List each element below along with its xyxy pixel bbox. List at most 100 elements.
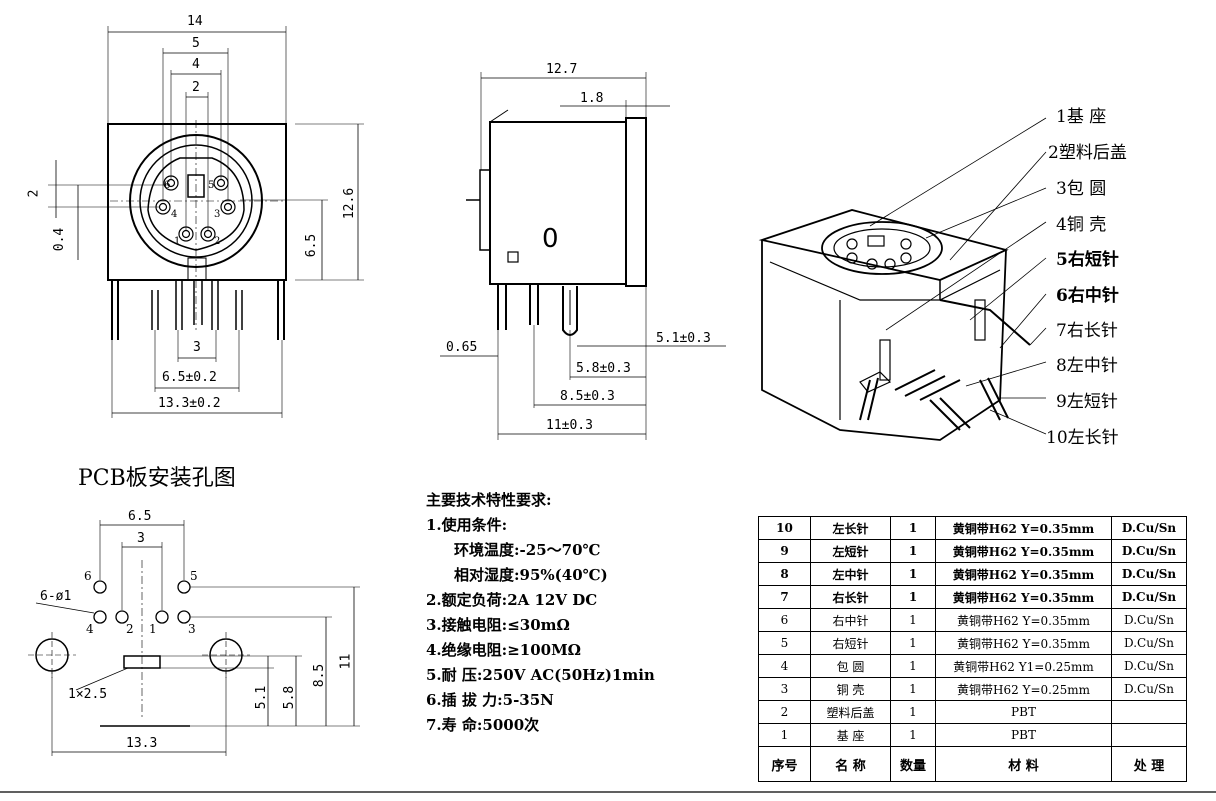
table-cell-qty: 1	[890, 654, 936, 678]
callout-4-shell: 4铜 壳	[1056, 215, 1107, 235]
table-header-qty: 数量	[890, 746, 936, 782]
table-cell-qty: 1	[890, 677, 936, 701]
table-header-finish: 处 理	[1111, 746, 1187, 782]
front-pin-label-2: 2	[214, 236, 221, 247]
table-cell-qty: 1	[890, 631, 936, 655]
table-cell-name: 基 座	[810, 723, 891, 747]
dim-front-pin-pitch-3: 3	[193, 340, 201, 355]
table-cell-no: 5	[758, 631, 811, 655]
table-cell-finish: D.Cu/Sn	[1111, 608, 1187, 632]
table-cell-no: 2	[758, 700, 811, 724]
front-pin-label-4: 4	[171, 209, 178, 220]
pcb-hole-layout	[28, 520, 360, 756]
table-cell-qty: 1	[890, 562, 936, 586]
spec-block: 主要技术特性要求: 1.使用条件: 环境温度:-25～70℃ 相对湿度:95%(…	[426, 488, 655, 738]
table-cell-material: 黄铜带H62 Y=0.35mm	[935, 539, 1112, 563]
dim-pcb-hole-dia: 6-ø1	[40, 589, 72, 604]
table-cell-name: 左短针	[810, 539, 891, 563]
pcb-hole-label-1: 1	[149, 622, 157, 636]
table-cell-finish: D.Cu/Sn	[1111, 585, 1187, 609]
dim-pcb-v11: 11	[338, 653, 354, 670]
dim-pcb-span-65: 6.5	[128, 509, 152, 524]
table-cell-finish: D.Cu/Sn	[1111, 631, 1187, 655]
spec-line-humidity: 相对湿度:95%(40℃)	[454, 566, 608, 584]
table-cell-name: 右长针	[810, 585, 891, 609]
front-pin-label-1: 1	[174, 236, 181, 247]
table-cell-no: 7	[758, 585, 811, 609]
spec-line-withstand-voltage: 5.耐 压:250V AC(50Hz)1min	[426, 666, 655, 684]
callout-6-right-mid-pin: 6右中针	[1056, 286, 1119, 306]
dim-pcb-slot: 1×2.5	[68, 687, 108, 702]
table-header-material: 材 料	[935, 746, 1112, 782]
table-cell-no: 4	[758, 654, 811, 678]
callout-10-left-long-pin: 10左长针	[1046, 428, 1119, 448]
front-pin-label-3: 3	[214, 209, 221, 220]
side-view-mark: 0	[542, 224, 559, 254]
table-cell-finish: D.Cu/Sn	[1111, 516, 1187, 540]
table-cell-no: 10	[758, 516, 811, 540]
table-cell-name: 右中针	[810, 608, 891, 632]
dim-front-pin-span-65: 6.5±0.2	[162, 370, 217, 385]
dim-front-width-14: 14	[187, 14, 203, 29]
table-cell-name: 包 圆	[810, 654, 891, 678]
table-header-name: 名 称	[810, 746, 891, 782]
table-cell-qty: 1	[890, 700, 936, 724]
table-cell-name: 左中针	[810, 562, 891, 586]
callout-3-ring: 3包 圆	[1056, 179, 1107, 199]
callout-8-left-mid-pin: 8左中针	[1056, 356, 1118, 376]
table-cell-material: 黄铜带H62 Y=0.35mm	[935, 562, 1112, 586]
dim-side-58: 5.8±0.3	[576, 361, 631, 376]
table-cell-name: 右短针	[810, 631, 891, 655]
front-view	[48, 26, 364, 418]
pcb-hole-label-5: 5	[190, 569, 198, 583]
spec-line-conditions: 1.使用条件:	[426, 516, 508, 534]
spec-line-insulation-resistance: 4.绝缘电阻:≥100MΩ	[426, 641, 582, 659]
spec-line-lifetime: 7.寿 命:5000次	[426, 716, 540, 734]
dim-side-depth-127: 12.7	[546, 62, 578, 77]
table-cell-no: 6	[758, 608, 811, 632]
pcb-hole-label-3: 3	[188, 622, 196, 636]
table-cell-qty: 1	[890, 723, 936, 747]
table-cell-finish: D.Cu/Sn	[1111, 539, 1187, 563]
callout-2-back-cover: 2塑料后盖	[1048, 143, 1127, 163]
table-cell-qty: 1	[890, 539, 936, 563]
table-cell-name: 左长针	[810, 516, 891, 540]
dim-pcb-v51: 5.1	[254, 685, 270, 710]
dim-pcb-span-133: 13.3	[126, 736, 158, 751]
side-view	[440, 72, 726, 440]
spec-title: 主要技术特性要求:	[426, 491, 552, 509]
isometric-view	[758, 117, 1047, 441]
dim-front-height-65: 6.5	[304, 233, 320, 258]
pcb-hole-label-4: 4	[86, 622, 94, 636]
table-header-row: 序号名 称数量材 料处 理	[758, 746, 1187, 782]
table-cell-material: 黄铜带H62 Y=0.35mm	[935, 516, 1112, 540]
table-cell-no: 9	[758, 539, 811, 563]
dim-front-width-4: 4	[192, 57, 200, 72]
table-cell-finish: D.Cu/Sn	[1111, 677, 1187, 701]
callout-7-right-long-pin: 7右长针	[1056, 321, 1118, 341]
spec-line-contact-resistance: 3.接触电阻:≤30mΩ	[426, 616, 570, 634]
dim-front-width-2: 2	[192, 80, 200, 95]
dim-front-width-5: 5	[192, 36, 200, 51]
dim-side-11: 11±0.3	[546, 418, 593, 433]
table-cell-finish: D.Cu/Sn	[1111, 562, 1187, 586]
front-pin-label-6: 6	[164, 180, 171, 191]
pcb-hole-label-2: 2	[126, 622, 134, 636]
table-cell-material: 黄铜带H62 Y=0.35mm	[935, 608, 1112, 632]
dim-side-51: 5.1±0.3	[656, 331, 711, 346]
dim-side-flange-18: 1.8	[580, 91, 604, 106]
dim-front-height-04: 0.4	[52, 227, 68, 252]
dim-front-pin-span-133: 13.3±0.2	[158, 396, 221, 411]
pcb-hole-label-6: 6	[84, 569, 92, 583]
pcb-title: PCB板安装孔图	[78, 466, 236, 491]
table-cell-qty: 1	[890, 608, 936, 632]
